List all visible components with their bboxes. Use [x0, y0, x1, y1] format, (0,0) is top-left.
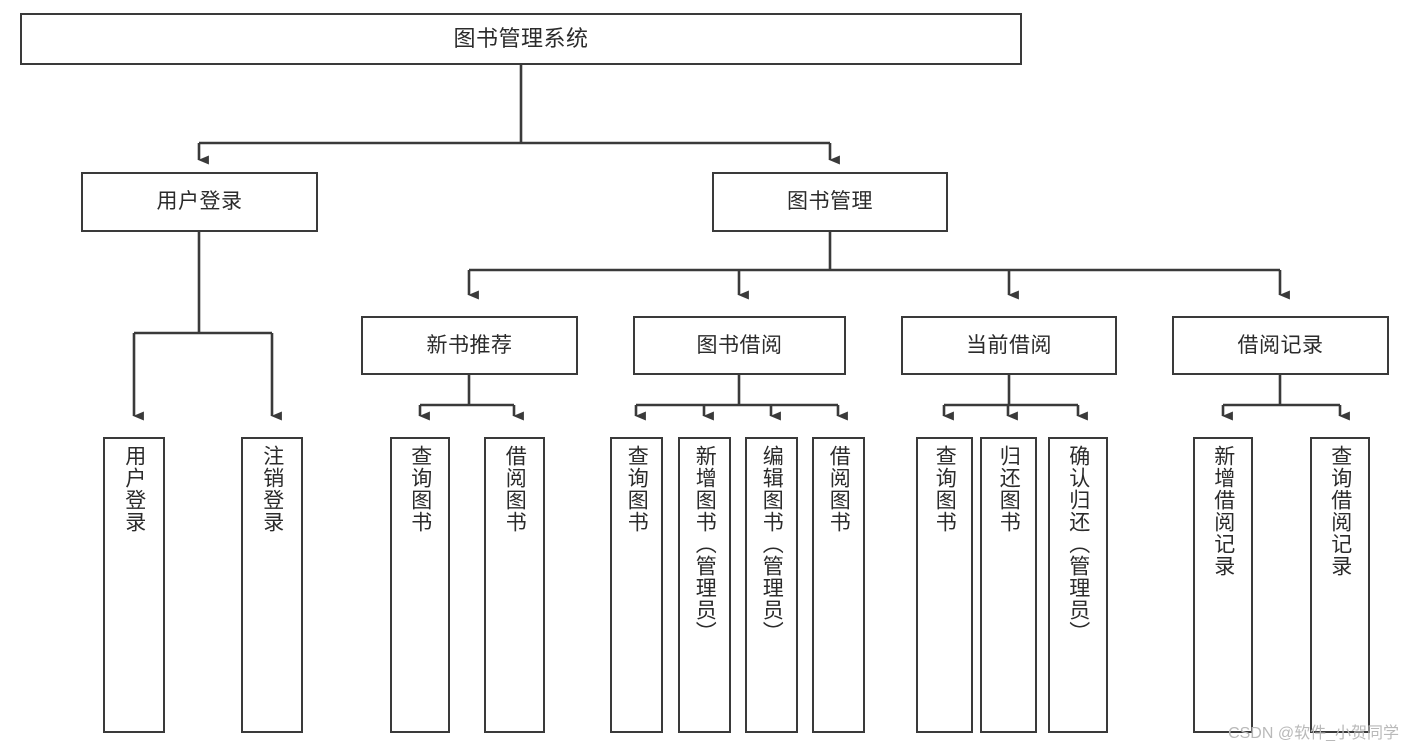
- node-label: 借阅图书: [503, 445, 527, 533]
- node-user-login[interactable]: 用户登录: [81, 172, 318, 232]
- node-leaf-query-book-borrow[interactable]: 查询图书: [610, 437, 663, 733]
- node-current-borrow[interactable]: 当前借阅: [901, 316, 1117, 375]
- node-label: 确认归还（管理员）: [1066, 445, 1090, 643]
- node-label: 图书管理系统: [453, 25, 589, 51]
- node-leaf-borrow-book-rec[interactable]: 借阅图书: [484, 437, 545, 733]
- node-label: 新书推荐: [426, 333, 513, 357]
- node-label: 查询图书: [625, 445, 649, 533]
- node-leaf-query-book-current[interactable]: 查询图书: [916, 437, 973, 733]
- node-leaf-confirm-return-admin[interactable]: 确认归还（管理员）: [1048, 437, 1108, 733]
- node-label: 注销登录: [260, 445, 284, 533]
- edges-borrow-record-to-leaves: [1221, 375, 1350, 421]
- node-leaf-borrow-book[interactable]: 借阅图书: [812, 437, 865, 733]
- edges-user-login-to-leaves: [132, 232, 282, 421]
- node-label: 查询图书: [933, 445, 957, 533]
- node-label: 编辑图书（管理员）: [760, 445, 784, 643]
- node-leaf-user-login[interactable]: 用户登录: [103, 437, 165, 733]
- node-label: 图书管理: [787, 190, 873, 214]
- edges-book-borrow-to-leaves: [634, 375, 848, 421]
- node-book-borrow[interactable]: 图书借阅: [633, 316, 846, 375]
- node-new-book-recommend[interactable]: 新书推荐: [361, 316, 578, 375]
- node-leaf-return-book[interactable]: 归还图书: [980, 437, 1037, 733]
- node-leaf-logout[interactable]: 注销登录: [241, 437, 303, 733]
- node-leaf-query-borrow-record[interactable]: 查询借阅记录: [1310, 437, 1370, 733]
- edges-root-to-level2: [197, 65, 840, 165]
- node-label: 查询图书: [408, 445, 432, 533]
- node-label: 当前借阅: [966, 333, 1052, 357]
- edges-book-manage-to-level3: [467, 232, 1290, 300]
- edges-new-book-recommend-to-leaves: [418, 375, 524, 421]
- node-borrow-record[interactable]: 借阅记录: [1172, 316, 1389, 375]
- node-leaf-add-borrow-record[interactable]: 新增借阅记录: [1193, 437, 1253, 733]
- node-leaf-add-book-admin[interactable]: 新增图书（管理员）: [678, 437, 731, 733]
- node-leaf-query-book-rec[interactable]: 查询图书: [390, 437, 450, 733]
- node-label: 归还图书: [997, 445, 1021, 533]
- node-label: 图书借阅: [696, 333, 783, 357]
- edges-current-borrow-to-leaves: [942, 375, 1088, 421]
- node-root-system[interactable]: 图书管理系统: [20, 13, 1022, 65]
- node-label: 新增借阅记录: [1211, 445, 1235, 577]
- node-label: 新增图书（管理员）: [693, 445, 717, 643]
- node-label: 用户登录: [122, 445, 146, 533]
- node-label: 用户登录: [156, 190, 243, 214]
- node-label: 借阅记录: [1237, 333, 1324, 357]
- node-leaf-edit-book-admin[interactable]: 编辑图书（管理员）: [745, 437, 798, 733]
- node-label: 借阅图书: [827, 445, 851, 533]
- node-book-manage[interactable]: 图书管理: [712, 172, 948, 232]
- node-label: 查询借阅记录: [1328, 445, 1352, 577]
